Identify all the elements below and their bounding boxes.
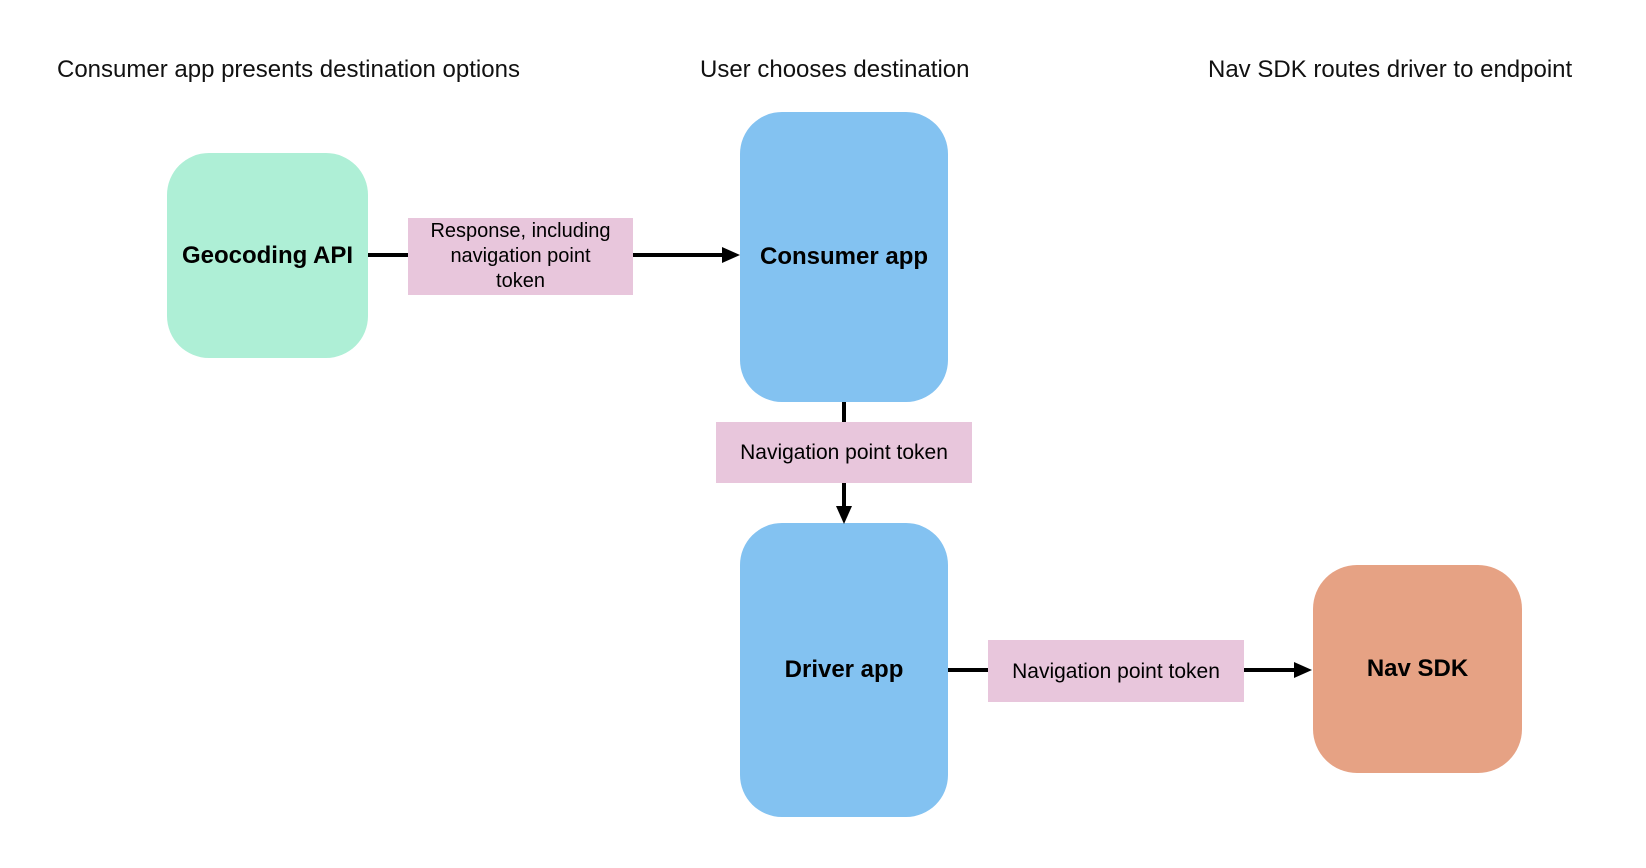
arrowhead-right-icon [722,247,740,263]
edge-label-navigation-point-token-2: Navigation point token [988,640,1244,702]
edge-label-navigation-point-token-1: Navigation point token [716,422,972,483]
node-geocoding-api: Geocoding API [167,153,368,358]
column-header-navsdk-routes: Nav SDK routes driver to endpoint [1208,56,1573,83]
edge-label-response-token-line2: navigation point [450,245,591,267]
edge-label-response-token-line3: token [496,270,545,292]
edge-label-response-token-line1: Response, including [430,220,611,242]
node-geocoding-api-label: Geocoding API [181,241,354,269]
node-nav-sdk-label: Nav SDK [1366,655,1469,682]
arrowhead-right-icon [1294,662,1312,678]
column-header-consumer-presents: Consumer app presents destination option… [57,56,520,83]
node-driver-app-label: Driver app [784,656,904,683]
edge-label-navigation-point-token-1-text: Navigation point token [740,441,948,464]
edge-line-token-label-to-driver [842,483,846,507]
column-header-user-chooses: User chooses destination [700,56,970,83]
edge-line-driver-to-token-label [948,668,988,672]
node-driver-app: Driver app [740,523,948,817]
edge-label-response-token: Response, including navigation point tok… [408,218,633,295]
node-consumer-app-label: Consumer app [759,243,929,270]
edge-label-navigation-point-token-2-text: Navigation point token [1012,659,1220,683]
arrowhead-down-icon [836,506,852,524]
node-nav-sdk: Nav SDK [1313,565,1522,773]
edge-line-geocoding-to-response-label [368,253,408,257]
node-consumer-app: Consumer app [740,112,948,402]
edge-line-response-label-to-consumer [633,253,722,257]
edge-line-consumer-to-token-label [842,402,846,423]
edge-line-token-label-to-navsdk [1244,668,1294,672]
